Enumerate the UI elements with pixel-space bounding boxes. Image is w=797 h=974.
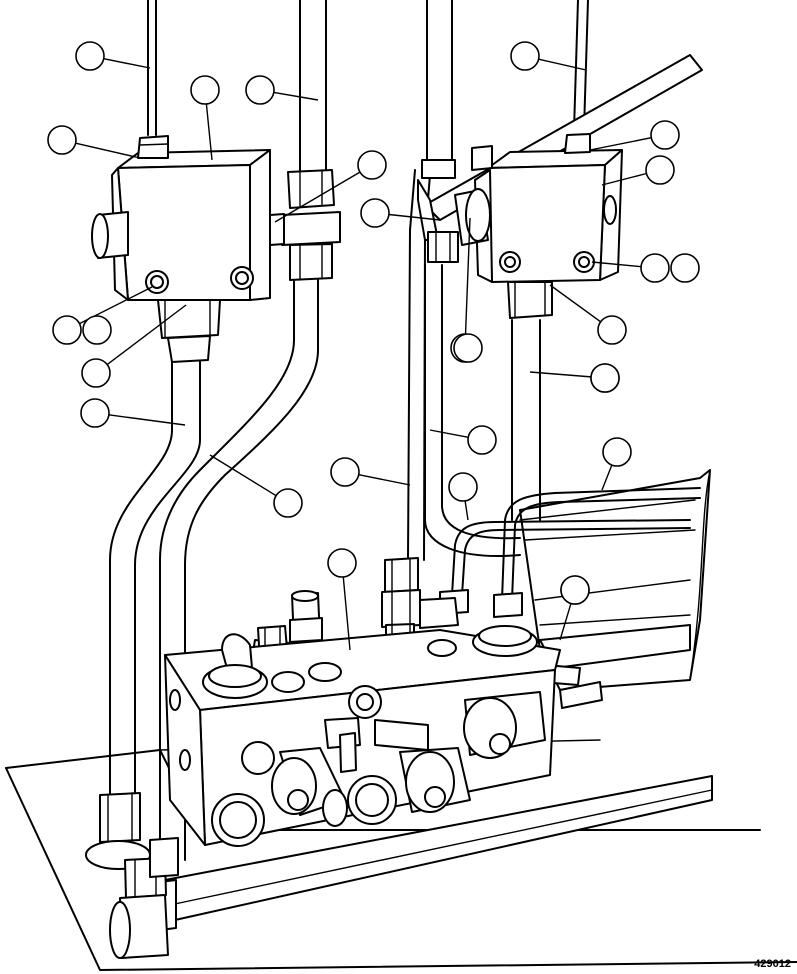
callout-leader-c6	[388, 213, 441, 221]
callout-balloon-c4	[245, 75, 275, 105]
pressure-hose-left	[159, 0, 327, 861]
callout-group	[47, 41, 700, 651]
callout-balloon-c11	[670, 253, 700, 283]
callout-leader-c18	[529, 371, 592, 378]
callout-balloon-c20	[467, 425, 497, 455]
callout-balloon-c14	[81, 358, 111, 388]
callout-balloon-c5	[357, 150, 387, 180]
callout-balloon-c1	[75, 41, 105, 71]
callout-leader-c2	[205, 103, 213, 161]
hose-fitting-left-tee	[269, 169, 341, 281]
callout-leader-c4	[273, 91, 319, 101]
callout-balloon-c23	[602, 437, 632, 467]
callout-balloon-c21	[330, 457, 360, 487]
callout-leader-c10	[591, 261, 642, 268]
callout-leader-c7	[538, 58, 587, 71]
callout-leader-c19	[464, 217, 471, 335]
callout-leader-c9	[601, 172, 647, 186]
callout-leader-c23	[601, 464, 613, 491]
callout-leader-c16	[209, 454, 277, 497]
callout-balloon-c24	[327, 548, 357, 578]
callout-balloon-c3	[47, 125, 77, 155]
callout-balloon-c28	[560, 575, 590, 605]
valve-block-right	[454, 133, 623, 319]
callout-balloon-c7	[510, 41, 540, 71]
callout-leader-c8	[589, 137, 652, 151]
callout-balloon-c22	[448, 472, 478, 502]
return-hose-right	[511, 319, 541, 521]
gauge-tubes	[451, 487, 701, 601]
callout-leader-c3	[75, 142, 141, 159]
callout-leader-c1	[103, 58, 151, 69]
callout-balloon-c10	[640, 253, 670, 283]
callout-balloon-c13	[82, 315, 112, 345]
callout-balloon-c17	[597, 315, 627, 345]
callout-leader-c5	[274, 171, 361, 223]
callout-leader-c24	[342, 576, 351, 651]
callout-leader-c17	[549, 284, 602, 323]
pilot-line-top-right	[573, 0, 589, 131]
manifold-block	[164, 590, 603, 847]
callout-balloon-c26	[453, 333, 483, 363]
callout-balloon-c9	[645, 155, 675, 185]
hose-fitting-center	[421, 145, 493, 263]
valve-block-left	[91, 135, 271, 363]
callout-balloon-c27	[590, 363, 620, 393]
return-tube-left	[109, 354, 201, 801]
figure-code: 429012	[754, 958, 791, 970]
callout-leader-c21	[358, 474, 411, 486]
bottom-tube-fittings	[85, 792, 179, 959]
callout-leader-c20	[429, 429, 469, 439]
callout-balloon-c12	[52, 315, 82, 345]
supply-hose-center	[424, 0, 521, 557]
callout-balloon-c8	[650, 120, 680, 150]
callout-balloon-c2	[190, 75, 220, 105]
callout-leader-c25	[559, 603, 572, 641]
callout-leader-c15	[108, 414, 186, 426]
callout-leader-c22	[464, 500, 469, 521]
callout-balloon-c15	[80, 398, 110, 428]
callout-balloon-c16	[273, 488, 303, 518]
callout-balloon-c6	[360, 198, 390, 228]
callout-leader-c14	[106, 304, 187, 366]
